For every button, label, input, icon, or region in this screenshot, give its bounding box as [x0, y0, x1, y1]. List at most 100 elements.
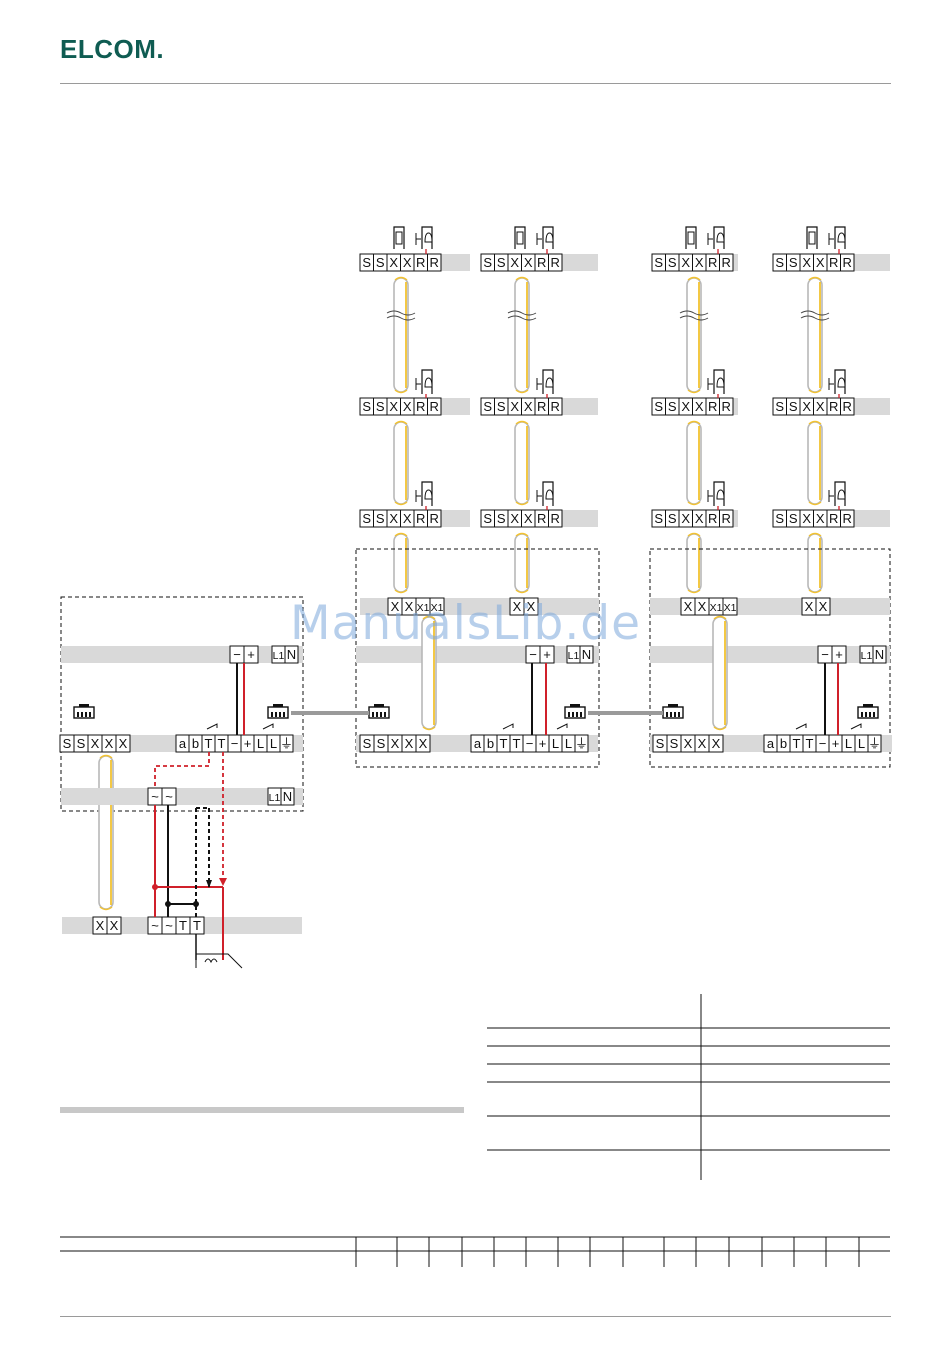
control-terminal-label: a [474, 736, 482, 751]
watermark: ManualsLib.de [290, 596, 642, 651]
bus-terminal-label: X [819, 599, 828, 614]
door-terminal-label: R [708, 399, 717, 414]
control-terminal-label: L [845, 736, 852, 751]
junction-dot [193, 901, 199, 907]
bus-terminal-label: S [377, 736, 386, 751]
door-terminal-label: X [802, 511, 811, 526]
control-terminal-label: T [218, 736, 226, 751]
control-terminal-label: T [513, 736, 521, 751]
control-terminal-label: a [179, 736, 187, 751]
door-terminal-label: X [403, 511, 412, 526]
door-terminal-label: S [775, 399, 784, 414]
bus-terminal-label: X [805, 599, 814, 614]
bell-icon [545, 232, 554, 243]
bell-icon [545, 489, 554, 500]
jack-pin [275, 712, 277, 717]
bus-terminal-label: X [419, 736, 428, 751]
control-terminal-label: + [539, 736, 547, 751]
relay-contact-icon [795, 723, 807, 730]
bell-icon [545, 377, 554, 388]
bell-icon [424, 489, 433, 500]
door-terminal-label: X [802, 255, 811, 270]
door-terminal-label: S [654, 399, 663, 414]
bus-terminal-box [722, 597, 738, 616]
door-terminal-label: R [416, 255, 425, 270]
mains-terminal-label: L1 [861, 650, 873, 662]
door-terminal-label: X [816, 511, 825, 526]
bell-icon [424, 232, 433, 243]
bus-terminal-label: X [96, 918, 105, 933]
bus-terminal-label: X [91, 736, 100, 751]
control-terminal-label: a [767, 736, 775, 751]
control-terminal-label: L [858, 736, 865, 751]
dc-terminal-label: − [233, 647, 241, 662]
jack-pin [873, 712, 875, 717]
door-terminal-label: X [695, 255, 704, 270]
door-terminal-label: X [524, 511, 533, 526]
door-terminal-label: S [362, 255, 371, 270]
door-terminal-label: R [551, 255, 560, 270]
coil-icon [204, 958, 218, 964]
door-terminal-label: R [551, 399, 560, 414]
cable-twist [394, 532, 408, 594]
door-terminal-label: R [843, 255, 852, 270]
lamp-icon [395, 231, 403, 245]
mains-terminal-box [280, 787, 295, 806]
mains-terminal-box [872, 645, 887, 664]
door-terminal-label: S [789, 399, 798, 414]
cable-twist [808, 532, 822, 594]
cable-twist [99, 754, 113, 911]
bus-terminal-label: X [105, 736, 114, 751]
bus-terminal-label: X [513, 599, 522, 614]
door-terminal-box [719, 397, 734, 416]
control-terminal-label: + [832, 736, 840, 751]
door-terminal-box [548, 397, 563, 416]
bell-icon [837, 489, 846, 500]
door-terminal-label: X [389, 255, 398, 270]
bus-terminal-box [708, 734, 724, 753]
dc-terminal-label: − [529, 647, 537, 662]
bell-icon [716, 377, 725, 388]
door-terminal-label: R [416, 511, 425, 526]
door-terminal-label: R [708, 511, 717, 526]
relay-contact-icon [502, 723, 514, 730]
bell-icon [716, 232, 725, 243]
jack-pin [865, 712, 867, 717]
control-terminal-label: b [192, 736, 199, 751]
bus-terminal-label: X1 [417, 602, 430, 614]
mains-terminal-label: N [875, 647, 884, 662]
mains-terminal-label: N [287, 647, 296, 662]
door-terminal-label: R [722, 511, 731, 526]
cable-break-mark [800, 310, 830, 321]
lamp-icon [808, 231, 816, 245]
door-terminal-box [427, 397, 442, 416]
door-terminal-label: S [483, 511, 492, 526]
bus-terminal-box [415, 734, 431, 753]
cable-twist [687, 420, 701, 506]
cable-break-mark [507, 310, 537, 321]
control-terminal-box [867, 734, 882, 753]
lamp-icon [687, 231, 695, 245]
jack-pin [77, 712, 79, 717]
door-terminal-label: R [829, 399, 838, 414]
door-terminal-label: R [416, 399, 425, 414]
relay-contact-icon [262, 723, 274, 730]
junction-dot [165, 901, 171, 907]
cable-twist [687, 276, 701, 394]
control-terminal-label: ⏚ [280, 736, 293, 751]
power-rail [650, 646, 890, 663]
control-terminal-box [574, 734, 589, 753]
jack-pin [580, 712, 582, 717]
mains-terminal-box [284, 645, 299, 664]
bus-terminal-label: X1 [710, 602, 723, 614]
door-terminal-box [840, 397, 855, 416]
door-terminal-label: R [537, 511, 546, 526]
bus-terminal-label: X [684, 736, 693, 751]
jack-pin [568, 712, 570, 717]
cable-twist [515, 276, 529, 394]
mains-terminal-label: L1 [568, 650, 580, 662]
control-terminal-label: T [500, 736, 508, 751]
cable-twist [713, 615, 727, 731]
cable-twist [422, 615, 436, 731]
